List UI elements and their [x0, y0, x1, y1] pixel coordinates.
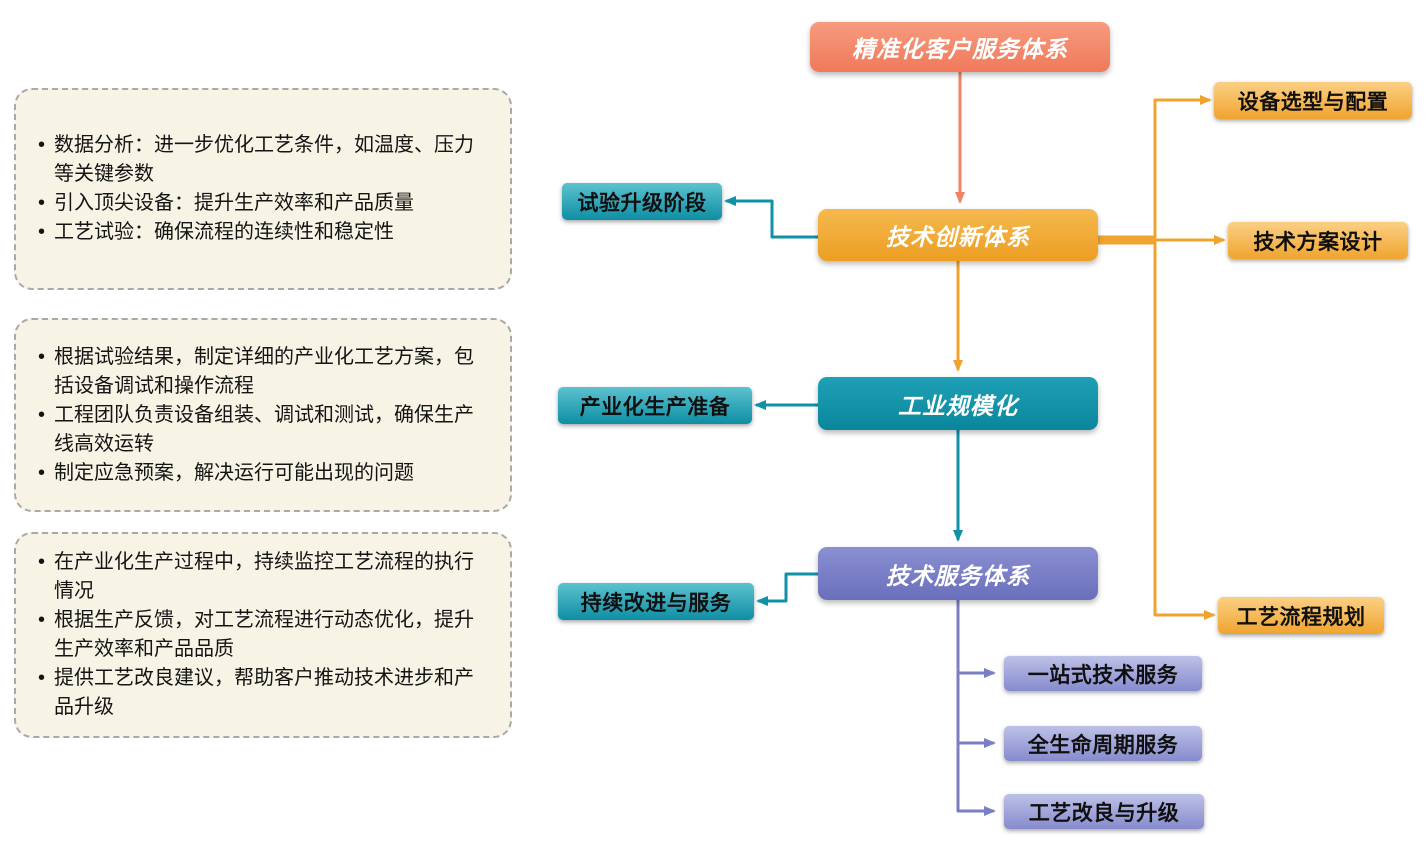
arrow-innovation-to-trial-stage [724, 196, 818, 239]
deliverable-equipment-selection: 设备选型与配置 [1214, 82, 1412, 119]
flow-node-customer-service-system: 精准化客户服务体系 [810, 22, 1110, 72]
arrow-service-trunk-to-upgrade [956, 600, 996, 816]
arrow-service-to-improvement [756, 572, 818, 606]
bullet-item: 工艺试验：确保流程的连续性和稳定性 [36, 218, 490, 247]
deliverable-solution-design: 技术方案设计 [1228, 222, 1408, 259]
stage-label-production-prep: 产业化生产准备 [558, 387, 752, 424]
stage-label-trial-upgrade: 试验升级阶段 [562, 183, 722, 220]
service-full-lifecycle: 全生命周期服务 [1004, 726, 1202, 761]
service-process-improvement-upgrade: 工艺改良与升级 [1004, 794, 1204, 829]
note-box-improvement: 在产业化生产过程中，持续监控工艺流程的执行情况 根据生产反馈，对工艺流程进行动态… [14, 532, 512, 738]
arrow-innovation-to-process-planning [1098, 241, 1216, 620]
flow-node-tech-service-system: 技术服务体系 [818, 547, 1098, 600]
deliverable-process-planning: 工艺流程规划 [1218, 597, 1384, 634]
bullet-item: 根据试验结果，制定详细的产业化工艺方案，包括设备调试和操作流程 [36, 343, 490, 401]
bullet-item: 在产业化生产过程中，持续监控工艺流程的执行情况 [36, 548, 490, 606]
bullet-item: 根据生产反馈，对工艺流程进行动态优化，提升生产效率和产品品质 [36, 606, 490, 664]
bullet-item: 提供工艺改良建议，帮助客户推动技术进步和产品升级 [36, 664, 490, 722]
service-onestop-tech-service: 一站式技术服务 [1004, 656, 1202, 691]
note-box-production-prep: 根据试验结果，制定详细的产业化工艺方案，包括设备调试和操作流程 工程团队负责设备… [14, 318, 512, 512]
bullet-list-improvement: 在产业化生产过程中，持续监控工艺流程的执行情况 根据生产反馈，对工艺流程进行动态… [36, 548, 490, 722]
bullet-item: 制定应急预案，解决运行可能出现的问题 [36, 459, 490, 488]
arrow-innovation-to-equipment [1098, 95, 1212, 239]
bullet-item: 数据分析：进一步优化工艺条件，如温度、压力等关键参数 [36, 131, 490, 189]
note-box-trial-upgrade: 数据分析：进一步优化工艺条件，如温度、压力等关键参数 引入顶尖设备：提升生产效率… [14, 88, 512, 290]
bullet-item: 工程团队负责设备组装、调试和测试，确保生产线高效运转 [36, 401, 490, 459]
flow-node-industrial-scale: 工业规模化 [818, 377, 1098, 430]
bullet-list-trial-upgrade: 数据分析：进一步优化工艺条件，如温度、压力等关键参数 引入顶尖设备：提升生产效率… [36, 131, 490, 247]
stage-label-continuous-improvement: 持续改进与服务 [558, 583, 754, 620]
bullet-item: 引入顶尖设备：提升生产效率和产品质量 [36, 189, 490, 218]
flow-node-tech-innovation-system: 技术创新体系 [818, 209, 1098, 261]
bullet-list-production-prep: 根据试验结果，制定详细的产业化工艺方案，包括设备调试和操作流程 工程团队负责设备… [36, 343, 490, 488]
